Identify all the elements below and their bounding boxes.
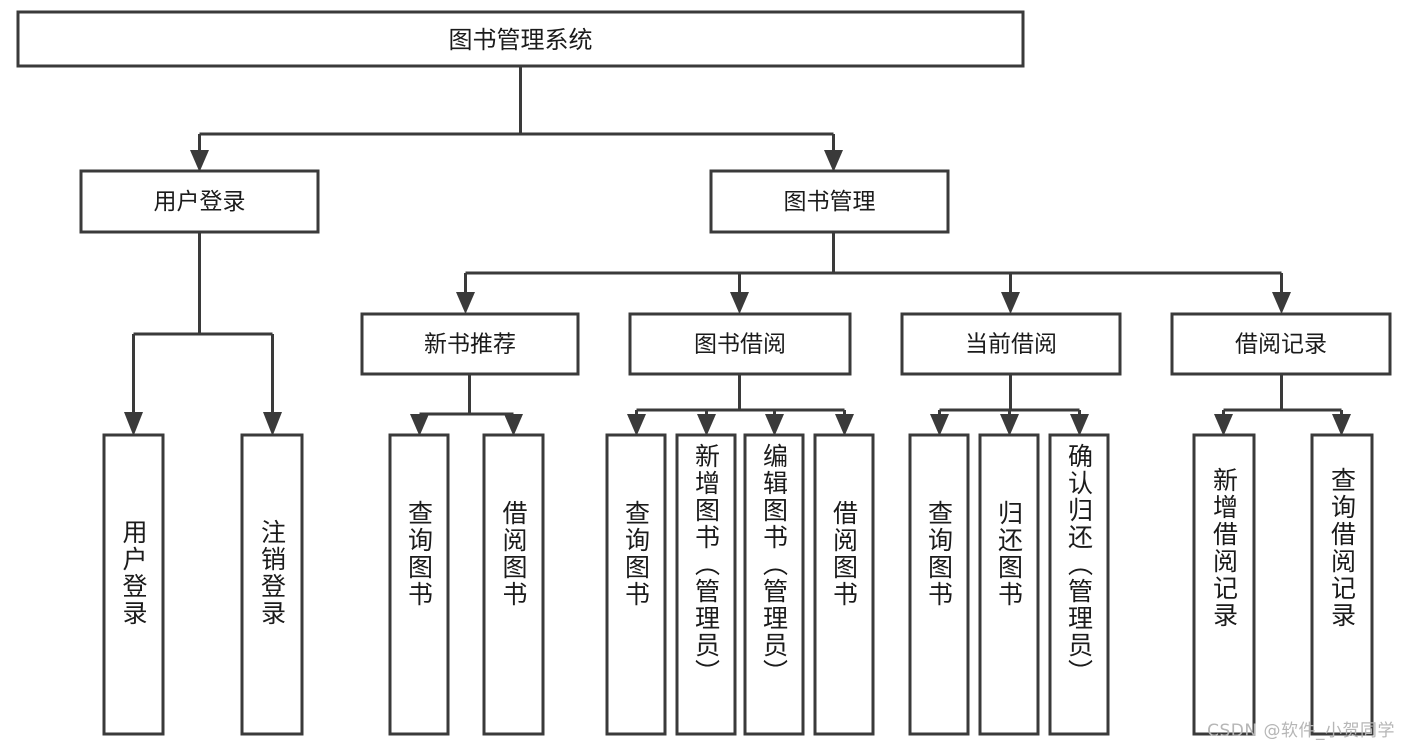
leaf-box-return-book[interactable]: [978, 433, 1040, 736]
node-new-book-recommend[interactable]: 新书推荐: [360, 312, 580, 376]
arrowhead-leaf-11: [1070, 414, 1089, 436]
node-user-login-label: 用户登录: [154, 189, 246, 215]
arrowhead-book-mgmt: [824, 150, 843, 172]
node-borrow-record-label: 借阅记录: [1235, 332, 1327, 358]
node-user-login[interactable]: 用户登录: [79, 169, 320, 234]
arrowhead-leaf-7: [765, 414, 784, 436]
leaf-box-borrow-book[interactable]: [813, 433, 875, 736]
node-current-borrow-label: 当前借阅: [965, 332, 1057, 358]
node-book-management[interactable]: 图书管理: [709, 169, 950, 234]
leaf-box-user-login[interactable]: [102, 433, 165, 736]
leaf-box-edit-book-admin[interactable]: [743, 433, 805, 736]
node-book-borrow[interactable]: 图书借阅: [628, 312, 852, 376]
arrowhead-leaf-3: [410, 414, 429, 436]
leaf-box-query-book-borrow[interactable]: [605, 433, 667, 736]
node-current-borrow[interactable]: 当前借阅: [900, 312, 1122, 376]
arrowhead-leaf-1: [124, 412, 143, 436]
arrowhead-leaf-2: [263, 412, 282, 436]
arrowhead-leaf-8: [835, 414, 854, 436]
arrowhead-layer: [124, 150, 1351, 436]
leaf-box-query-book-current[interactable]: [908, 433, 970, 736]
arrowhead-user-login: [190, 150, 209, 172]
node-book-management-label: 图书管理: [784, 189, 876, 215]
node-current-borrow-box[interactable]: [900, 312, 1122, 376]
node-new-book-recommend-box[interactable]: [360, 312, 580, 376]
arrowhead-current: [1001, 292, 1020, 314]
arrowhead-leaf-12: [1214, 414, 1233, 436]
arrowhead-record: [1272, 292, 1291, 314]
leaf-box-borrow-book-new[interactable]: [482, 433, 545, 736]
leaf-box-query-borrow-record[interactable]: [1310, 433, 1374, 736]
arrowhead-leaf-5: [627, 414, 646, 436]
leaf-box-add-book-admin[interactable]: [675, 433, 737, 736]
node-root-box[interactable]: [16, 10, 1025, 68]
node-borrow-record[interactable]: 借阅记录: [1170, 312, 1392, 376]
leaf-box-add-borrow-record[interactable]: [1192, 433, 1256, 736]
leaf-box-layer: [102, 433, 1374, 736]
arrowhead-leaf-13: [1332, 414, 1351, 436]
arrowhead-leaf-10: [1000, 414, 1019, 436]
leaf-box-query-book-new[interactable]: [388, 433, 450, 736]
node-user-login-box[interactable]: [79, 169, 320, 234]
csdn-watermark: CSDN @软件_小贺同学: [1207, 721, 1395, 741]
arrowhead-leaf-6: [697, 414, 716, 436]
arrowhead-new-book: [456, 292, 475, 314]
node-book-management-box[interactable]: [709, 169, 950, 234]
arrowhead-leaf-4: [504, 414, 523, 436]
node-root[interactable]: 图书管理系统: [16, 10, 1025, 68]
arrowhead-leaf-9: [930, 414, 949, 436]
node-new-book-recommend-label: 新书推荐: [424, 332, 516, 358]
leaf-box-confirm-return-admin[interactable]: [1048, 433, 1110, 736]
node-borrow-record-box[interactable]: [1170, 312, 1392, 376]
node-book-borrow-label: 图书借阅: [694, 332, 786, 358]
node-root-label: 图书管理系统: [449, 26, 593, 54]
leaf-box-logout[interactable]: [240, 433, 304, 736]
arrowhead-borrow: [730, 292, 749, 314]
node-book-borrow-box[interactable]: [628, 312, 852, 376]
